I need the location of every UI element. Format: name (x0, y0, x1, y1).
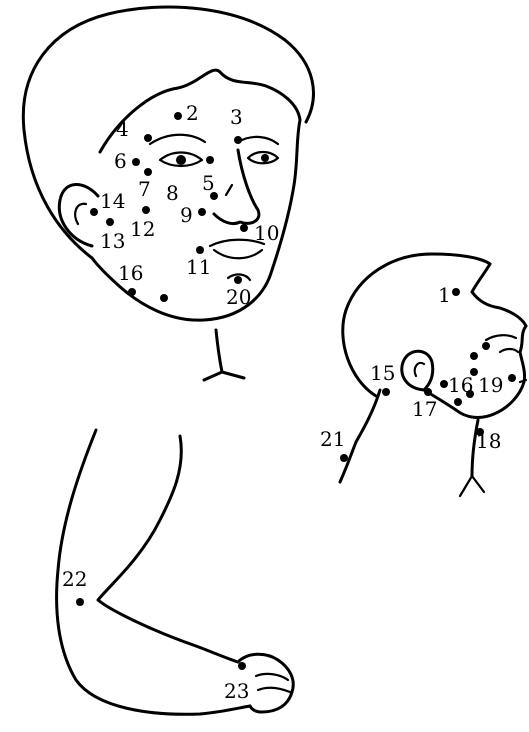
point-dot-19 (508, 374, 516, 382)
point-label-19: 19 (478, 373, 503, 397)
point-dot-13 (106, 218, 114, 226)
point-label-6: 6 (114, 149, 127, 173)
side-face-dot-c (482, 342, 490, 350)
point-dot-16b (160, 294, 168, 302)
point-label-5: 5 (202, 171, 215, 195)
point-dot-10 (240, 224, 248, 232)
point-dot-17 (424, 388, 432, 396)
point-label-15: 15 (370, 361, 395, 385)
point-dot-16a (128, 288, 136, 296)
point-label-7: 7 (138, 177, 151, 201)
side-ear (402, 351, 433, 390)
point-dot-15 (382, 388, 390, 396)
point-label-1: 1 (438, 283, 451, 307)
point-label-17: 17 (412, 397, 437, 421)
point-label-2: 2 (186, 101, 199, 125)
point-label-8: 8 (166, 181, 179, 205)
point-label-16-side: 16 (448, 373, 473, 397)
point-label-21: 21 (320, 427, 345, 451)
point-label-3: 3 (230, 105, 243, 129)
point-dot-1 (452, 288, 460, 296)
point-dot-6 (132, 158, 140, 166)
point-label-9: 9 (180, 203, 193, 227)
point-dot-12 (142, 206, 150, 214)
point-label-14: 14 (100, 189, 125, 213)
point-label-11: 11 (186, 255, 211, 279)
point-label-12: 12 (130, 217, 155, 241)
point-dot-16c (454, 398, 462, 406)
point-dot-9 (198, 208, 206, 216)
point-label-4: 4 (116, 117, 129, 141)
point-dot-20 (234, 276, 242, 284)
point-dot-22 (76, 598, 84, 606)
side-face-dot-a (470, 352, 478, 360)
front-body-outline (57, 330, 294, 714)
front-face-features (150, 135, 278, 280)
point-label-10: 10 (254, 221, 279, 245)
point-dot-5 (206, 156, 214, 164)
point-label-20: 20 (226, 285, 251, 309)
side-face-dot-d (440, 380, 448, 388)
point-dot-23 (238, 662, 246, 670)
point-dot-14 (90, 208, 98, 216)
point-labels: 1 2 3 4 5 6 7 8 9 10 11 12 13 14 15 16 1… (62, 101, 503, 703)
point-dot-21 (340, 454, 348, 462)
point-dot-11 (196, 246, 204, 254)
point-label-22: 22 (62, 567, 87, 591)
point-dot-3 (234, 136, 242, 144)
point-dot-7 (144, 168, 152, 176)
point-dot-2 (174, 112, 182, 120)
point-dot-4 (144, 134, 152, 142)
point-label-13: 13 (100, 229, 125, 253)
point-label-18: 18 (476, 429, 501, 453)
point-label-16-front: 16 (118, 261, 143, 285)
point-label-23: 23 (224, 679, 249, 703)
